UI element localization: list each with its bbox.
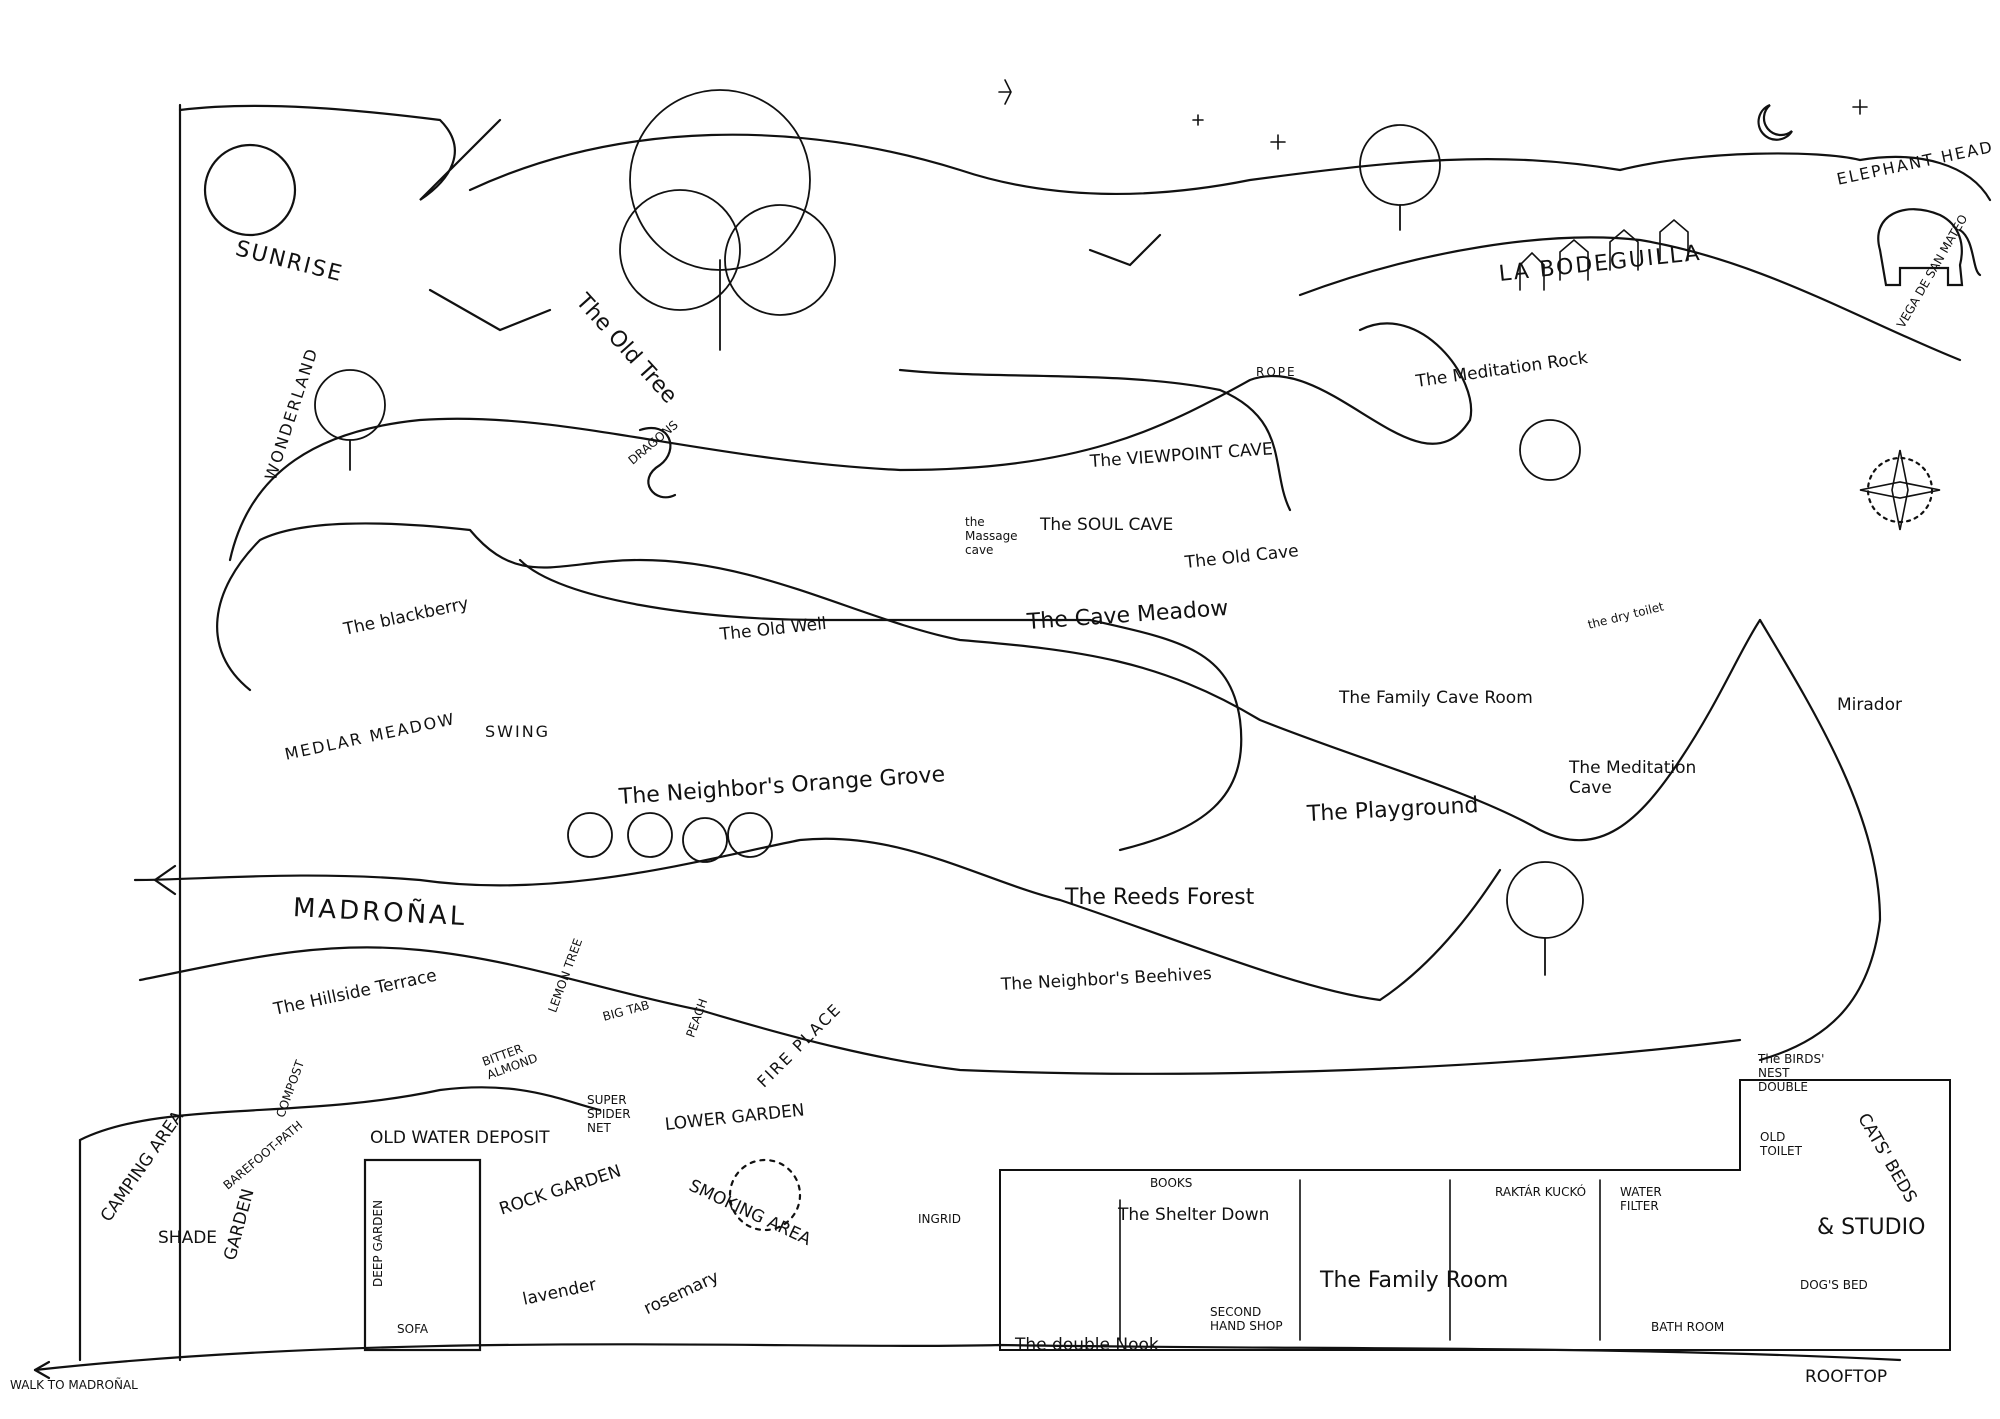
label-super-spider-net: SUPER SPIDER NET	[587, 1093, 631, 1135]
village-houses	[1519, 218, 1689, 291]
sun-icon	[203, 143, 297, 237]
walk-arrow	[33, 1360, 51, 1380]
madronal-road	[133, 837, 1502, 1002]
stars	[998, 79, 1868, 150]
main-road-loop	[216, 522, 1762, 842]
label-meditation-cave: The Meditation Cave	[1569, 758, 1697, 798]
ground-line	[33, 1343, 1902, 1372]
label-sofa: SOFA	[397, 1322, 429, 1336]
dragon-icon	[638, 427, 677, 499]
garden-outline	[78, 1086, 602, 1362]
label-ingrid: INGRID	[918, 1212, 961, 1226]
label-rope: ROPE	[1256, 365, 1297, 379]
label-swing: SWING	[485, 722, 551, 741]
old-water-deposit	[363, 1158, 482, 1352]
compass-needle	[1859, 449, 1941, 531]
label-deep-garden: DEEP GARDEN	[371, 1199, 385, 1287]
main-road-upper	[228, 322, 1473, 562]
label-old-water-deposit: OLD WATER DEPOSIT	[370, 1128, 550, 1148]
label-double-nook: The double Nook	[1015, 1335, 1159, 1355]
label-dogs-bed: DOG'S BED	[1800, 1278, 1868, 1292]
label-bath-room: BATH ROOM	[1651, 1320, 1725, 1334]
moon-icon	[1757, 103, 1793, 141]
label-studio: & STUDIO	[1817, 1215, 1926, 1240]
label-family-cave-room: The Family Cave Room	[1339, 688, 1533, 708]
lower-road	[138, 946, 1742, 1075]
label-mirador: Mirador	[1837, 695, 1902, 715]
label-birds-nest: The BIRDS' NEST DOUBLE	[1758, 1052, 1825, 1094]
horizon-hills	[468, 133, 1992, 202]
label-massage-cave: the Massage cave	[965, 515, 1018, 557]
label-shelter-down: The Shelter Down	[1118, 1205, 1270, 1225]
old-tree-road	[898, 368, 1292, 512]
family-room-wall	[1119, 1179, 1601, 1341]
label-books: BOOKS	[1150, 1176, 1193, 1190]
sunrise-hill	[178, 104, 502, 201]
far-hill	[1298, 236, 1962, 362]
label-raktar-kucko: RAKTÁR KUCKÓ	[1495, 1185, 1587, 1199]
fire-place-icon	[728, 1158, 802, 1232]
label-rooftop: ROOFTOP	[1805, 1367, 1888, 1387]
trees	[314, 89, 1584, 976]
madronal-arrow	[153, 864, 177, 896]
label-family-room: The Family Room	[1320, 1268, 1509, 1293]
right-road	[1758, 618, 1882, 1062]
bird-icon	[428, 233, 1162, 332]
label-old-toilet: OLD TOILET	[1760, 1130, 1802, 1158]
house-outline	[999, 1079, 1951, 1351]
label-walk-to-madronal: WALK TO MADROÑAL	[10, 1378, 138, 1392]
label-second-hand-shop: SECOND HAND SHOP	[1210, 1305, 1283, 1333]
label-shade: SHADE	[158, 1228, 218, 1248]
elephant-icon	[1877, 208, 1982, 287]
label-soul-cave: The SOUL CAVE	[1040, 515, 1174, 535]
label-reeds-forest: The Reeds Forest	[1065, 885, 1255, 910]
compass-icon	[1866, 456, 1934, 524]
label-water-filter: WATER FILTER	[1620, 1185, 1662, 1213]
cave-road	[518, 558, 1243, 852]
